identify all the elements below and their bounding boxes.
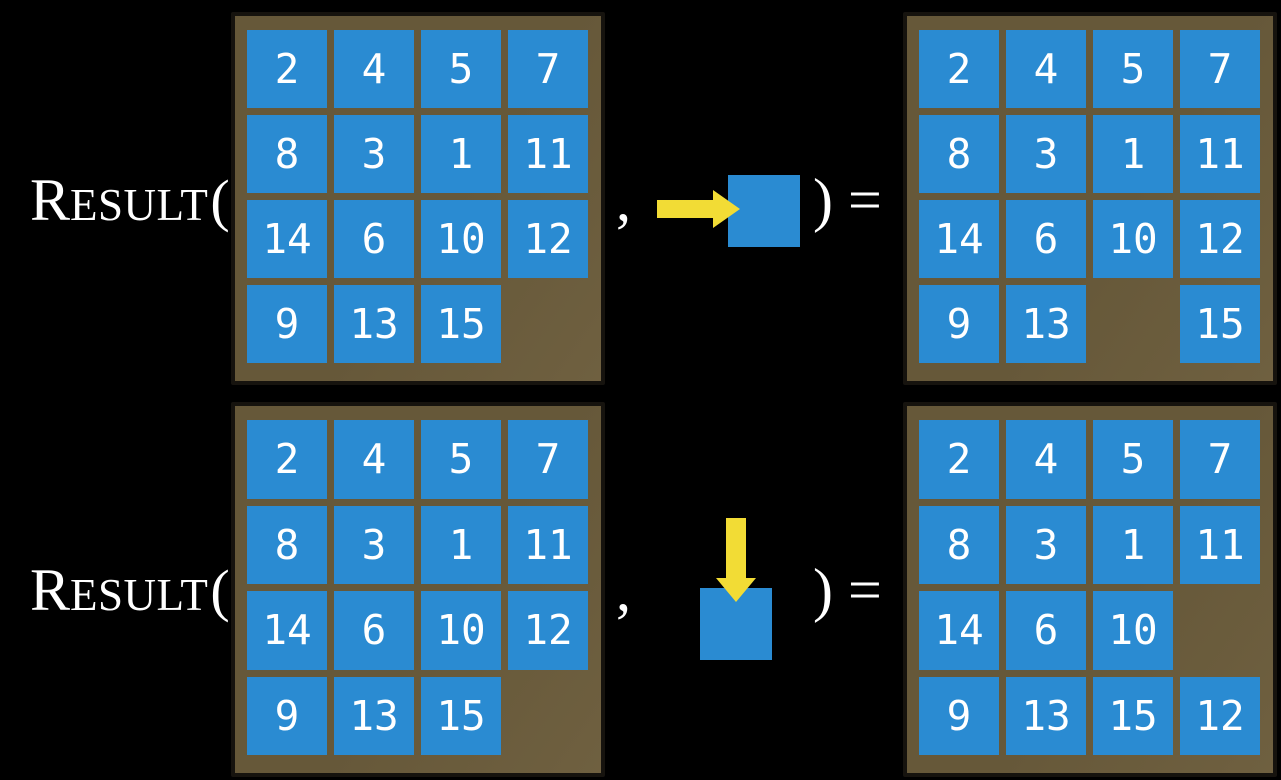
tile-15: 15 bbox=[421, 676, 501, 755]
tile-7: 7 bbox=[1180, 30, 1260, 108]
tile-9: 9 bbox=[247, 285, 327, 363]
tile-13: 13 bbox=[1006, 676, 1086, 755]
tile-3: 3 bbox=[334, 505, 414, 584]
tile-6: 6 bbox=[334, 591, 414, 670]
tile-14: 14 bbox=[247, 591, 327, 670]
empty-cell bbox=[508, 285, 588, 363]
tile-12: 12 bbox=[508, 200, 588, 278]
tile-8: 8 bbox=[919, 115, 999, 193]
tile-8: 8 bbox=[247, 505, 327, 584]
tile-4: 4 bbox=[1006, 420, 1086, 499]
empty-cell bbox=[1180, 591, 1260, 670]
tile-12: 12 bbox=[1180, 200, 1260, 278]
result-function-label: R ESULT ( bbox=[30, 560, 230, 620]
function-name-rest: ESULT bbox=[70, 180, 209, 230]
tile-11: 11 bbox=[1180, 115, 1260, 193]
blank-tile-square bbox=[728, 175, 800, 247]
open-paren: ( bbox=[210, 168, 230, 233]
tile-10: 10 bbox=[421, 591, 501, 670]
tile-6: 6 bbox=[1006, 200, 1086, 278]
function-name-rest: ESULT bbox=[70, 570, 209, 620]
tile-10: 10 bbox=[1093, 200, 1173, 278]
tile-5: 5 bbox=[421, 30, 501, 108]
tile-13: 13 bbox=[1006, 285, 1086, 363]
open-paren: ( bbox=[210, 558, 230, 623]
empty-cell bbox=[508, 677, 588, 756]
tile-4: 4 bbox=[1006, 30, 1086, 108]
tile-14: 14 bbox=[919, 200, 999, 278]
tile-6: 6 bbox=[1006, 591, 1086, 670]
tile-10: 10 bbox=[1093, 591, 1173, 670]
tile-2: 2 bbox=[919, 30, 999, 108]
right-arrow-shaft bbox=[657, 200, 714, 218]
tile-11: 11 bbox=[508, 505, 588, 584]
tile-1: 1 bbox=[1093, 505, 1173, 584]
tile-10: 10 bbox=[421, 200, 501, 278]
tile-5: 5 bbox=[421, 420, 501, 499]
tile-11: 11 bbox=[1180, 505, 1260, 584]
tile-1: 1 bbox=[421, 115, 501, 193]
function-name-initial: R bbox=[30, 167, 71, 233]
tile-12: 12 bbox=[1180, 676, 1260, 755]
comma-separator: , bbox=[616, 557, 631, 623]
tile-4: 4 bbox=[334, 420, 414, 499]
tile-15: 15 bbox=[1093, 676, 1173, 755]
comma-separator: , bbox=[616, 167, 631, 233]
tile-2: 2 bbox=[919, 420, 999, 499]
tile-6: 6 bbox=[334, 200, 414, 278]
tile-14: 14 bbox=[919, 591, 999, 670]
tile-15: 15 bbox=[421, 285, 501, 363]
tile-3: 3 bbox=[1006, 115, 1086, 193]
tile-15: 15 bbox=[1180, 285, 1260, 363]
down-arrow-icon bbox=[716, 518, 756, 602]
tile-3: 3 bbox=[334, 115, 414, 193]
tile-12: 12 bbox=[508, 591, 588, 670]
down-arrow-head bbox=[716, 578, 756, 602]
tile-5: 5 bbox=[1093, 420, 1173, 499]
tile-8: 8 bbox=[919, 505, 999, 584]
tile-13: 13 bbox=[334, 285, 414, 363]
result-function-label: R ESULT ( bbox=[30, 170, 230, 230]
tile-2: 2 bbox=[247, 420, 327, 499]
tile-13: 13 bbox=[334, 676, 414, 755]
tile-3: 3 bbox=[1006, 505, 1086, 584]
right-arrow-icon bbox=[657, 190, 740, 228]
empty-cell bbox=[1093, 285, 1173, 363]
function-name-initial: R bbox=[30, 557, 71, 623]
tile-9: 9 bbox=[919, 676, 999, 755]
tile-7: 7 bbox=[508, 420, 588, 499]
tile-5: 5 bbox=[1093, 30, 1173, 108]
tile-11: 11 bbox=[508, 115, 588, 193]
tile-1: 1 bbox=[1093, 115, 1173, 193]
right-arrow-head bbox=[713, 190, 740, 228]
tile-9: 9 bbox=[919, 285, 999, 363]
tile-14: 14 bbox=[247, 200, 327, 278]
tile-4: 4 bbox=[334, 30, 414, 108]
tile-2: 2 bbox=[247, 30, 327, 108]
tile-7: 7 bbox=[1180, 420, 1260, 499]
tile-1: 1 bbox=[421, 505, 501, 584]
tile-8: 8 bbox=[247, 115, 327, 193]
close-paren-equals: ) = bbox=[813, 557, 882, 623]
close-paren-equals: ) = bbox=[813, 167, 882, 233]
down-arrow-shaft bbox=[726, 518, 746, 579]
tile-9: 9 bbox=[247, 676, 327, 755]
tile-7: 7 bbox=[508, 30, 588, 108]
